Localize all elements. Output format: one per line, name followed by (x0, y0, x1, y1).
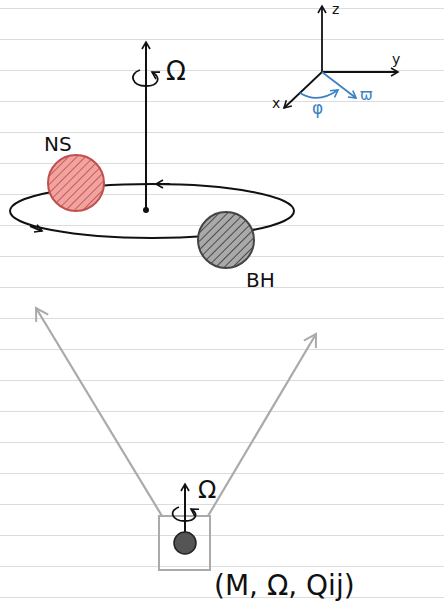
coordinate-axes (284, 6, 398, 108)
angle-arc (300, 90, 338, 98)
angular-velocity-label: Ω (166, 58, 186, 84)
angular-velocity-label: Ω (198, 478, 216, 502)
point-source (174, 532, 196, 554)
axis-label: y (392, 52, 400, 66)
node-label: NS (44, 134, 72, 154)
orbit-arrow (30, 226, 42, 231)
cone-line (36, 308, 162, 516)
orbit-arrow (156, 183, 170, 185)
rotation-curl (133, 70, 158, 86)
source-parameters: (M, Ω, Qij) (214, 572, 355, 600)
star-circle: NS (46, 153, 106, 213)
angle-label: φ (312, 100, 323, 117)
star-circle: BH (196, 210, 256, 270)
center-dot (143, 207, 149, 213)
radius-label: ϖ (360, 88, 373, 103)
rotation-curl (173, 507, 196, 521)
axis-label: z (332, 2, 339, 16)
cone-line (208, 334, 316, 516)
node-label: BH (246, 270, 275, 290)
axis-label: x (272, 96, 280, 110)
radial-vector (322, 72, 356, 98)
